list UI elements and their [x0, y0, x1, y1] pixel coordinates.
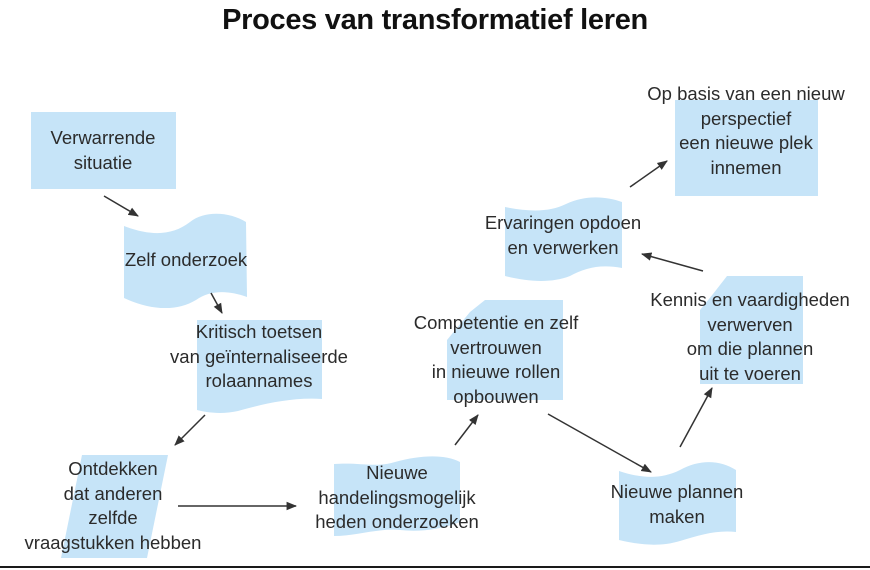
box-kritisch-toetsen	[197, 320, 322, 413]
arrow-kritisch-to-ontdekken	[174, 414, 206, 446]
node-line: verwerven	[707, 313, 793, 335]
node-line: Ervaringen opdoen	[484, 212, 642, 233]
node-ervaringen: Ervaringen opdoen en verwerken	[485, 211, 641, 260]
box-competentie	[447, 300, 563, 400]
node-nieuwe-plannen: Nieuwe plannen maken	[611, 480, 744, 529]
box-kennis-vaardigheden	[700, 276, 803, 384]
node-line: vraagstukken hebben	[24, 531, 202, 553]
node-verwarrende-situatie: Verwarrende situatie	[51, 126, 156, 175]
node-competentie: Competentie en zelf vertrouwen in nieuwe…	[414, 311, 579, 409]
box-verwarrende-situatie	[31, 112, 176, 189]
node-line: innemen	[710, 156, 782, 178]
arrow-plannen-to-kennis	[679, 387, 713, 448]
node-line: zelfde	[88, 507, 138, 528]
node-line: Verwarrende	[50, 127, 156, 148]
bottom-rule	[0, 566, 870, 568]
box-ervaringen	[505, 197, 622, 281]
node-line: uit te voeren	[699, 362, 801, 384]
node-nieuwe-handelingsmogelijkheden: Nieuwe handelingsmogelijk heden onderzoe…	[315, 461, 479, 535]
node-kennis-vaardigheden: Kennis en vaardigheden verwerven om die …	[650, 288, 850, 386]
node-line: en verwerken	[507, 236, 619, 258]
node-line: Zelf onderzoek	[124, 249, 248, 270]
node-line: in nieuwe rollen	[431, 361, 561, 382]
node-line: Kritisch toetsen	[195, 321, 323, 342]
box-zelf-onderzoek	[124, 213, 247, 309]
arrow-nieuwe-handelingen-to-competentie	[454, 414, 479, 446]
node-zelf-onderzoek: Zelf onderzoek	[125, 248, 247, 273]
arrow-competentie-to-plannen	[547, 413, 652, 473]
node-kritisch-toetsen: Kritisch toetsen van geïnternaliseerde r…	[170, 320, 348, 394]
node-line: perspectief	[700, 107, 792, 129]
node-line: rolaannames	[205, 370, 313, 391]
node-line: Competentie en zelf	[413, 312, 579, 333]
node-line: maken	[649, 505, 705, 527]
box-nieuw-perspectief	[675, 100, 818, 196]
arrow-kennis-to-ervaringen	[640, 252, 704, 272]
box-ontdekken	[61, 455, 168, 558]
box-nieuwe-plannen	[619, 462, 736, 545]
node-line: een nieuwe plek	[679, 132, 813, 153]
arrow-zelf-to-kritisch	[210, 292, 223, 314]
box-nieuwe-handelingsmogelijkheden	[334, 456, 460, 536]
arrow-ervaringen-to-perspectief	[629, 160, 668, 188]
node-line: dat anderen	[63, 482, 163, 504]
node-line: heden onderzoeken	[315, 511, 479, 532]
node-nieuw-perspectief: Op basis van een nieuw perspectief een n…	[647, 82, 844, 180]
node-line: Ontdekken	[68, 458, 158, 479]
node-line: vertrouwen	[450, 336, 542, 358]
node-line: Nieuwe plannen	[610, 481, 744, 502]
node-line: situatie	[73, 151, 133, 173]
node-line: Kennis en vaardigheden	[650, 289, 850, 310]
arrow-verwarrende-to-zelf	[103, 195, 139, 217]
node-ontdekken: Ontdekken dat anderen zelfde vraagstukke…	[25, 457, 202, 555]
node-line: handelingsmogelijk	[318, 486, 476, 508]
node-line: van geïnternaliseerde	[170, 345, 348, 367]
node-line: Op basis van een nieuw	[647, 83, 845, 104]
node-line: Nieuwe	[366, 462, 428, 483]
node-line: om die plannen	[686, 338, 814, 359]
diagram-title: Proces van transformatief leren	[222, 4, 648, 36]
node-line: opbouwen	[453, 385, 539, 407]
